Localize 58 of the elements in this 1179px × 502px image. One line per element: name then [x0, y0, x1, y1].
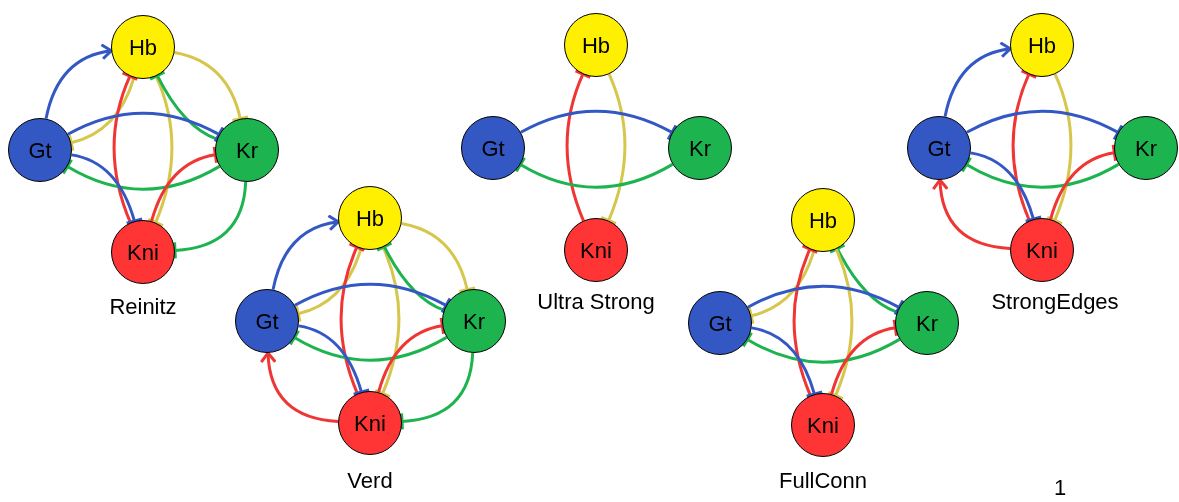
gene-node: Kr — [215, 118, 279, 182]
inhibition-connector — [970, 151, 1043, 224]
gene-node: Kr — [895, 291, 959, 355]
inhibition-connector — [751, 326, 824, 399]
inhibition-connector — [401, 222, 477, 294]
activation-arrow — [932, 178, 1011, 250]
gene-node: Kni — [111, 220, 175, 284]
network-caption: Ultra Strong — [537, 291, 655, 313]
gene-node: Gt — [8, 118, 72, 182]
gene-node: Gt — [907, 116, 971, 180]
gene-node: Hb — [564, 13, 628, 77]
inhibition-connector — [294, 248, 363, 323]
gene-node: Hb — [111, 15, 175, 79]
inhibition-connector — [826, 248, 854, 400]
inhibition-connector — [520, 109, 678, 142]
inhibition-connector — [294, 282, 452, 315]
network-caption: Reinitz — [109, 296, 177, 318]
inhibition-connector — [298, 324, 371, 397]
inhibition-connector — [174, 51, 250, 123]
gene-node: Gt — [688, 291, 752, 355]
gene-node: Hb — [338, 186, 402, 250]
activation-arrow — [943, 41, 1012, 117]
activation-arrow — [271, 214, 340, 290]
gene-node: Gt — [461, 116, 525, 180]
inhibition-connector — [150, 145, 219, 222]
inhibition-connector — [599, 73, 627, 225]
gene-node: Kr — [1114, 116, 1178, 180]
inhibition-connector — [515, 156, 674, 189]
gene-node: Kni — [564, 218, 628, 282]
gene-node: Hb — [791, 188, 855, 252]
gene-node: Kr — [442, 289, 506, 353]
inhibition-connector — [71, 153, 144, 226]
network-caption: StrongEdges — [991, 291, 1119, 313]
gene-node: Kr — [668, 116, 732, 180]
gene-node: Kni — [338, 391, 402, 455]
inhibition-connector — [565, 69, 592, 222]
inhibition-connector — [289, 329, 448, 362]
activation-arrow — [260, 351, 339, 423]
inhibition-connector — [747, 284, 905, 317]
activation-arrow — [44, 43, 113, 119]
inhibition-connector — [67, 111, 225, 144]
gene-node: Kni — [791, 393, 855, 457]
inhibition-connector — [377, 316, 446, 393]
inhibition-connector — [747, 250, 816, 325]
inhibition-connector — [830, 318, 899, 395]
inhibition-connector — [1049, 143, 1118, 220]
page-number: 1 — [1053, 477, 1067, 499]
network-caption: FullConn — [779, 470, 867, 492]
inhibition-connector — [742, 331, 901, 364]
inhibition-connector — [961, 156, 1120, 189]
inhibition-connector — [62, 158, 221, 191]
gene-node: Gt — [235, 289, 299, 353]
inhibition-connector — [1045, 73, 1073, 225]
network-caption: Verd — [347, 470, 393, 492]
inhibition-connector — [966, 109, 1124, 142]
inhibition-connector — [67, 77, 136, 152]
gene-node: Kni — [1010, 218, 1074, 282]
gene-node: Hb — [1010, 13, 1074, 77]
